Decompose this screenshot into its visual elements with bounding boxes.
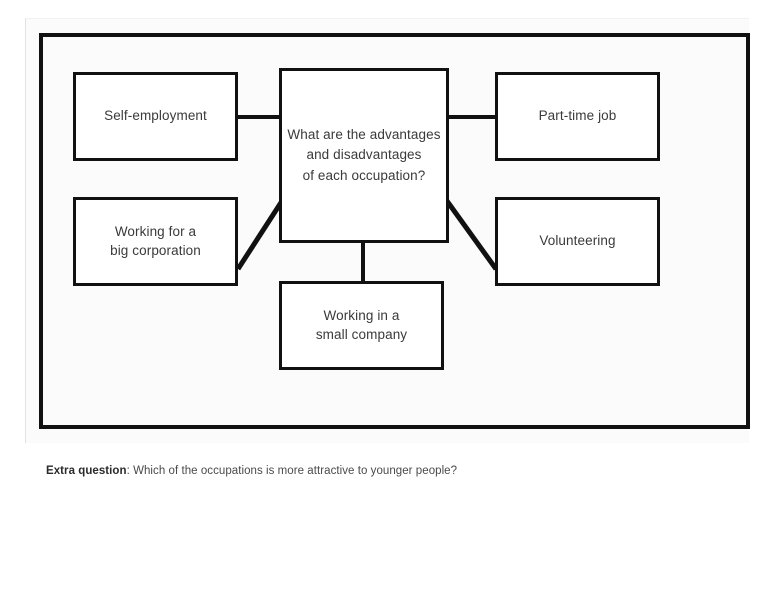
node-volunteering-label: Volunteering (539, 233, 616, 249)
node-part-time-job[interactable]: Part-time job (495, 72, 660, 161)
extra-question-caption: Extra question: Which of the occupations… (46, 465, 457, 477)
node-big-corporation[interactable]: Working for a big corporation (73, 197, 238, 286)
diagram-figure: What are the advantages and disadvantage… (25, 18, 750, 443)
node-self-employment-label: Self-employment (104, 108, 207, 124)
node-part-time-job-label: Part-time job (538, 108, 617, 124)
node-small-company[interactable]: Working in a small company (279, 281, 444, 370)
node-central-question-label: What are the advantages and disadvantage… (287, 127, 441, 183)
node-self-employment[interactable]: Self-employment (73, 72, 238, 161)
node-volunteering[interactable]: Volunteering (495, 197, 660, 286)
extra-question-separator: : (126, 465, 134, 477)
node-big-corporation-label: Working for a big corporation (110, 224, 201, 258)
extra-question-lead: Extra question (46, 465, 127, 477)
node-central-question[interactable]: What are the advantages and disadvantage… (279, 68, 449, 243)
node-small-company-label: Working in a small company (315, 308, 408, 342)
extra-question-text: Which of the occupations is more attract… (133, 465, 458, 477)
